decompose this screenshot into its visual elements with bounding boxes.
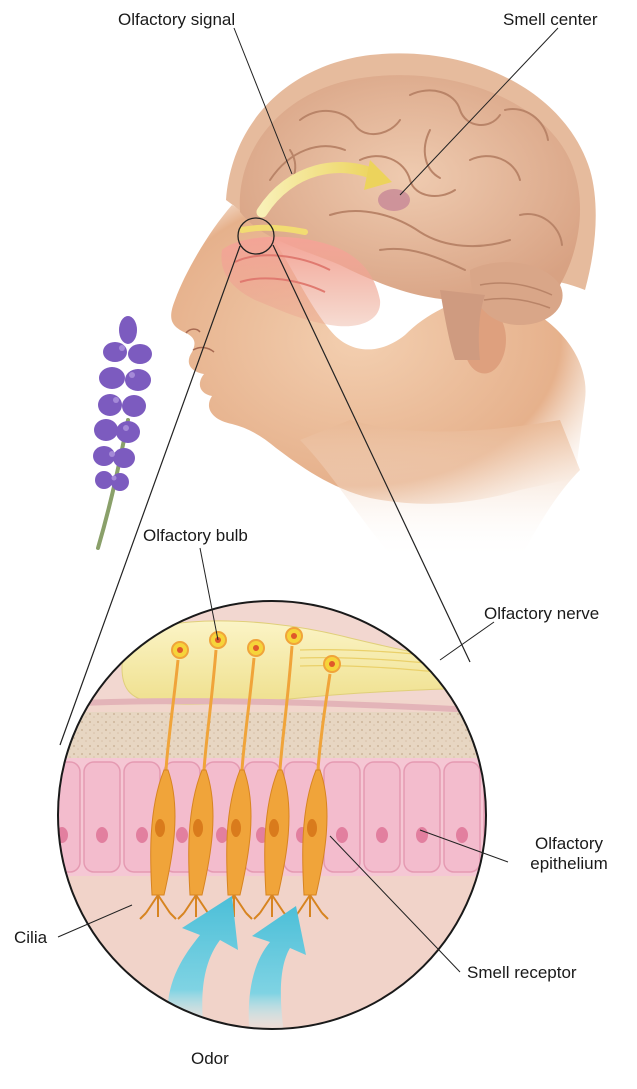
magnified-view <box>40 590 520 1040</box>
cribriform-bone <box>40 712 510 758</box>
epithelium-cell <box>364 762 400 872</box>
label-smell-receptor: Smell receptor <box>467 963 577 983</box>
label-olfactory-nerve: Olfactory nerve <box>484 604 599 624</box>
epithelium-nucleus <box>216 827 228 843</box>
smell-center-region <box>378 189 410 211</box>
epithelium-cell <box>444 762 480 872</box>
epithelium-nucleus <box>376 827 388 843</box>
epithelium-nucleus <box>136 827 148 843</box>
epithelium-nucleus <box>496 827 508 843</box>
label-olfactory-bulb: Olfactory bulb <box>143 526 248 546</box>
epithelium-cell <box>404 762 440 872</box>
epithelium-nucleus <box>336 827 348 843</box>
label-olfactory-signal: Olfactory signal <box>118 10 235 30</box>
neck-skin <box>300 420 580 560</box>
epithelium-nucleus <box>416 827 428 843</box>
epithelium-cell <box>84 762 120 872</box>
label-olfactory-epithelium: Olfactory epithelium <box>517 834 621 874</box>
label-olfactory-epithelium-line2: epithelium <box>517 854 621 874</box>
label-olfactory-epithelium-line1: Olfactory <box>517 834 621 854</box>
epithelium-cell <box>324 762 360 872</box>
label-odor: Odor <box>191 1049 229 1069</box>
epithelium-nucleus <box>176 827 188 843</box>
epithelium-nucleus <box>96 827 108 843</box>
epithelium-nucleus <box>456 827 468 843</box>
head-illustration <box>171 53 596 560</box>
label-smell-center: Smell center <box>503 10 597 30</box>
label-cilia: Cilia <box>14 928 47 948</box>
